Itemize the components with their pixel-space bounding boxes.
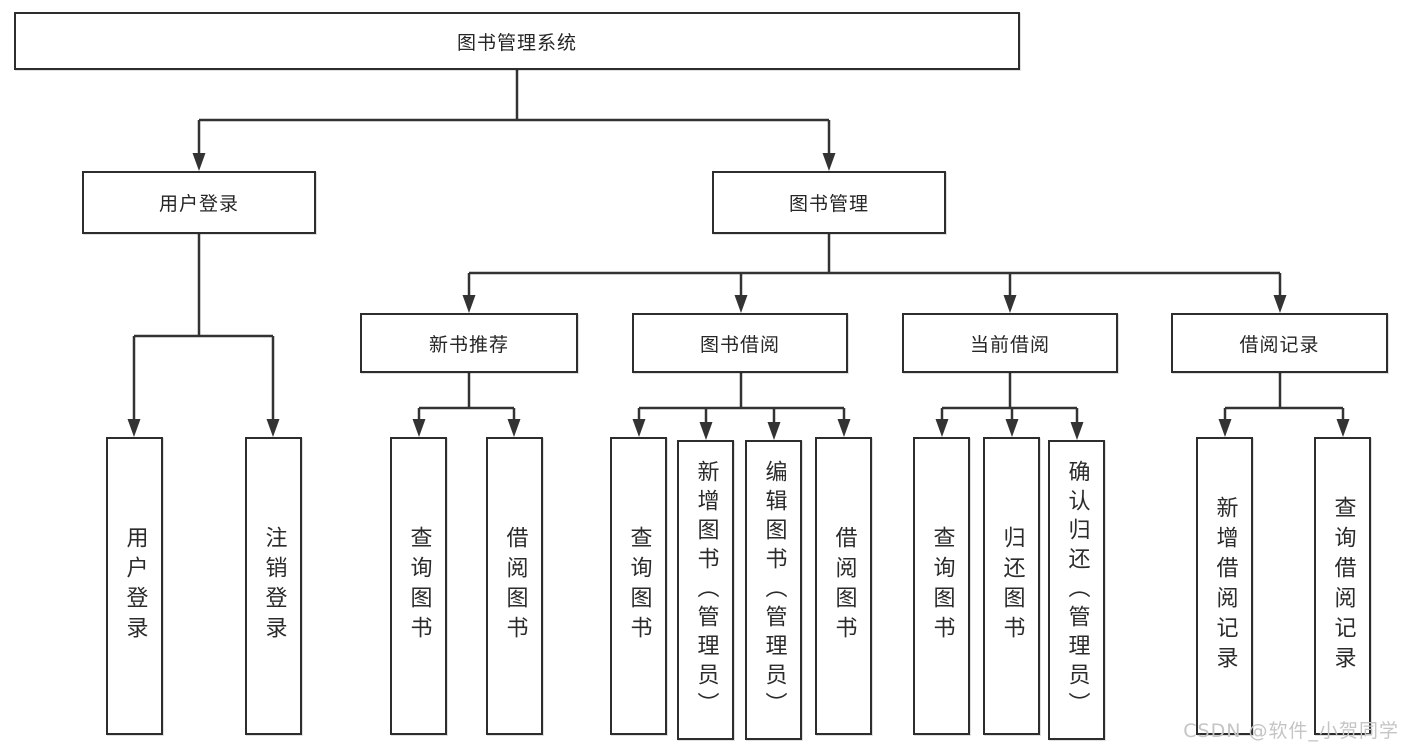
connector-book-borrow-split xyxy=(637,373,846,423)
node-current-borrow: 当前借阅 xyxy=(902,313,1118,373)
arrowheads-user-login-split xyxy=(127,419,280,437)
leaf-borrow-books-2: 借阅图书 xyxy=(815,437,872,735)
connector-book-mgmt-split xyxy=(467,234,1282,296)
leaf-borrow-books-1: 借阅图书 xyxy=(486,437,543,735)
arrowheads-borrow-records-split xyxy=(1218,419,1350,437)
connector-current-borrow-split xyxy=(940,373,1079,423)
connector-new-book-split xyxy=(417,373,516,420)
leaf-query-books-1: 查询图书 xyxy=(390,437,447,735)
connector-user-login-split xyxy=(132,234,275,420)
connector-borrow-records-split xyxy=(1223,373,1345,420)
arrowheads-book-mgmt-split xyxy=(462,295,1287,313)
node-book-management: 图书管理 xyxy=(712,171,946,234)
connector-root-split xyxy=(197,70,831,154)
node-new-book-recommend: 新书推荐 xyxy=(360,313,578,373)
leaf-return-books: 归还图书 xyxy=(983,437,1040,735)
node-user-login: 用户登录 xyxy=(82,171,316,234)
leaf-logout: 注销登录 xyxy=(245,437,302,735)
leaf-query-books-3: 查询图书 xyxy=(913,437,970,735)
csdn-watermark: CSDN @软件_小贺同学 xyxy=(1183,720,1399,742)
node-library-management-system: 图书管理系统 xyxy=(14,12,1020,70)
leaf-user-login: 用户登录 xyxy=(106,437,163,735)
leaf-edit-books-admin: 编辑图书（管理员） xyxy=(745,440,802,740)
leaf-query-books-2: 查询图书 xyxy=(610,437,667,735)
leaf-query-borrow-record: 查询借阅记录 xyxy=(1314,437,1371,735)
node-book-borrow: 图书借阅 xyxy=(632,313,848,373)
node-borrow-records: 借阅记录 xyxy=(1171,313,1388,373)
leaf-add-borrow-record: 新增借阅记录 xyxy=(1196,437,1253,735)
leaf-confirm-return-admin: 确认归还（管理员） xyxy=(1048,440,1105,740)
arrowheads-root-split xyxy=(192,153,836,171)
arrowheads-new-book-split xyxy=(412,419,521,437)
leaf-add-books-admin: 新增图书（管理员） xyxy=(677,440,734,740)
